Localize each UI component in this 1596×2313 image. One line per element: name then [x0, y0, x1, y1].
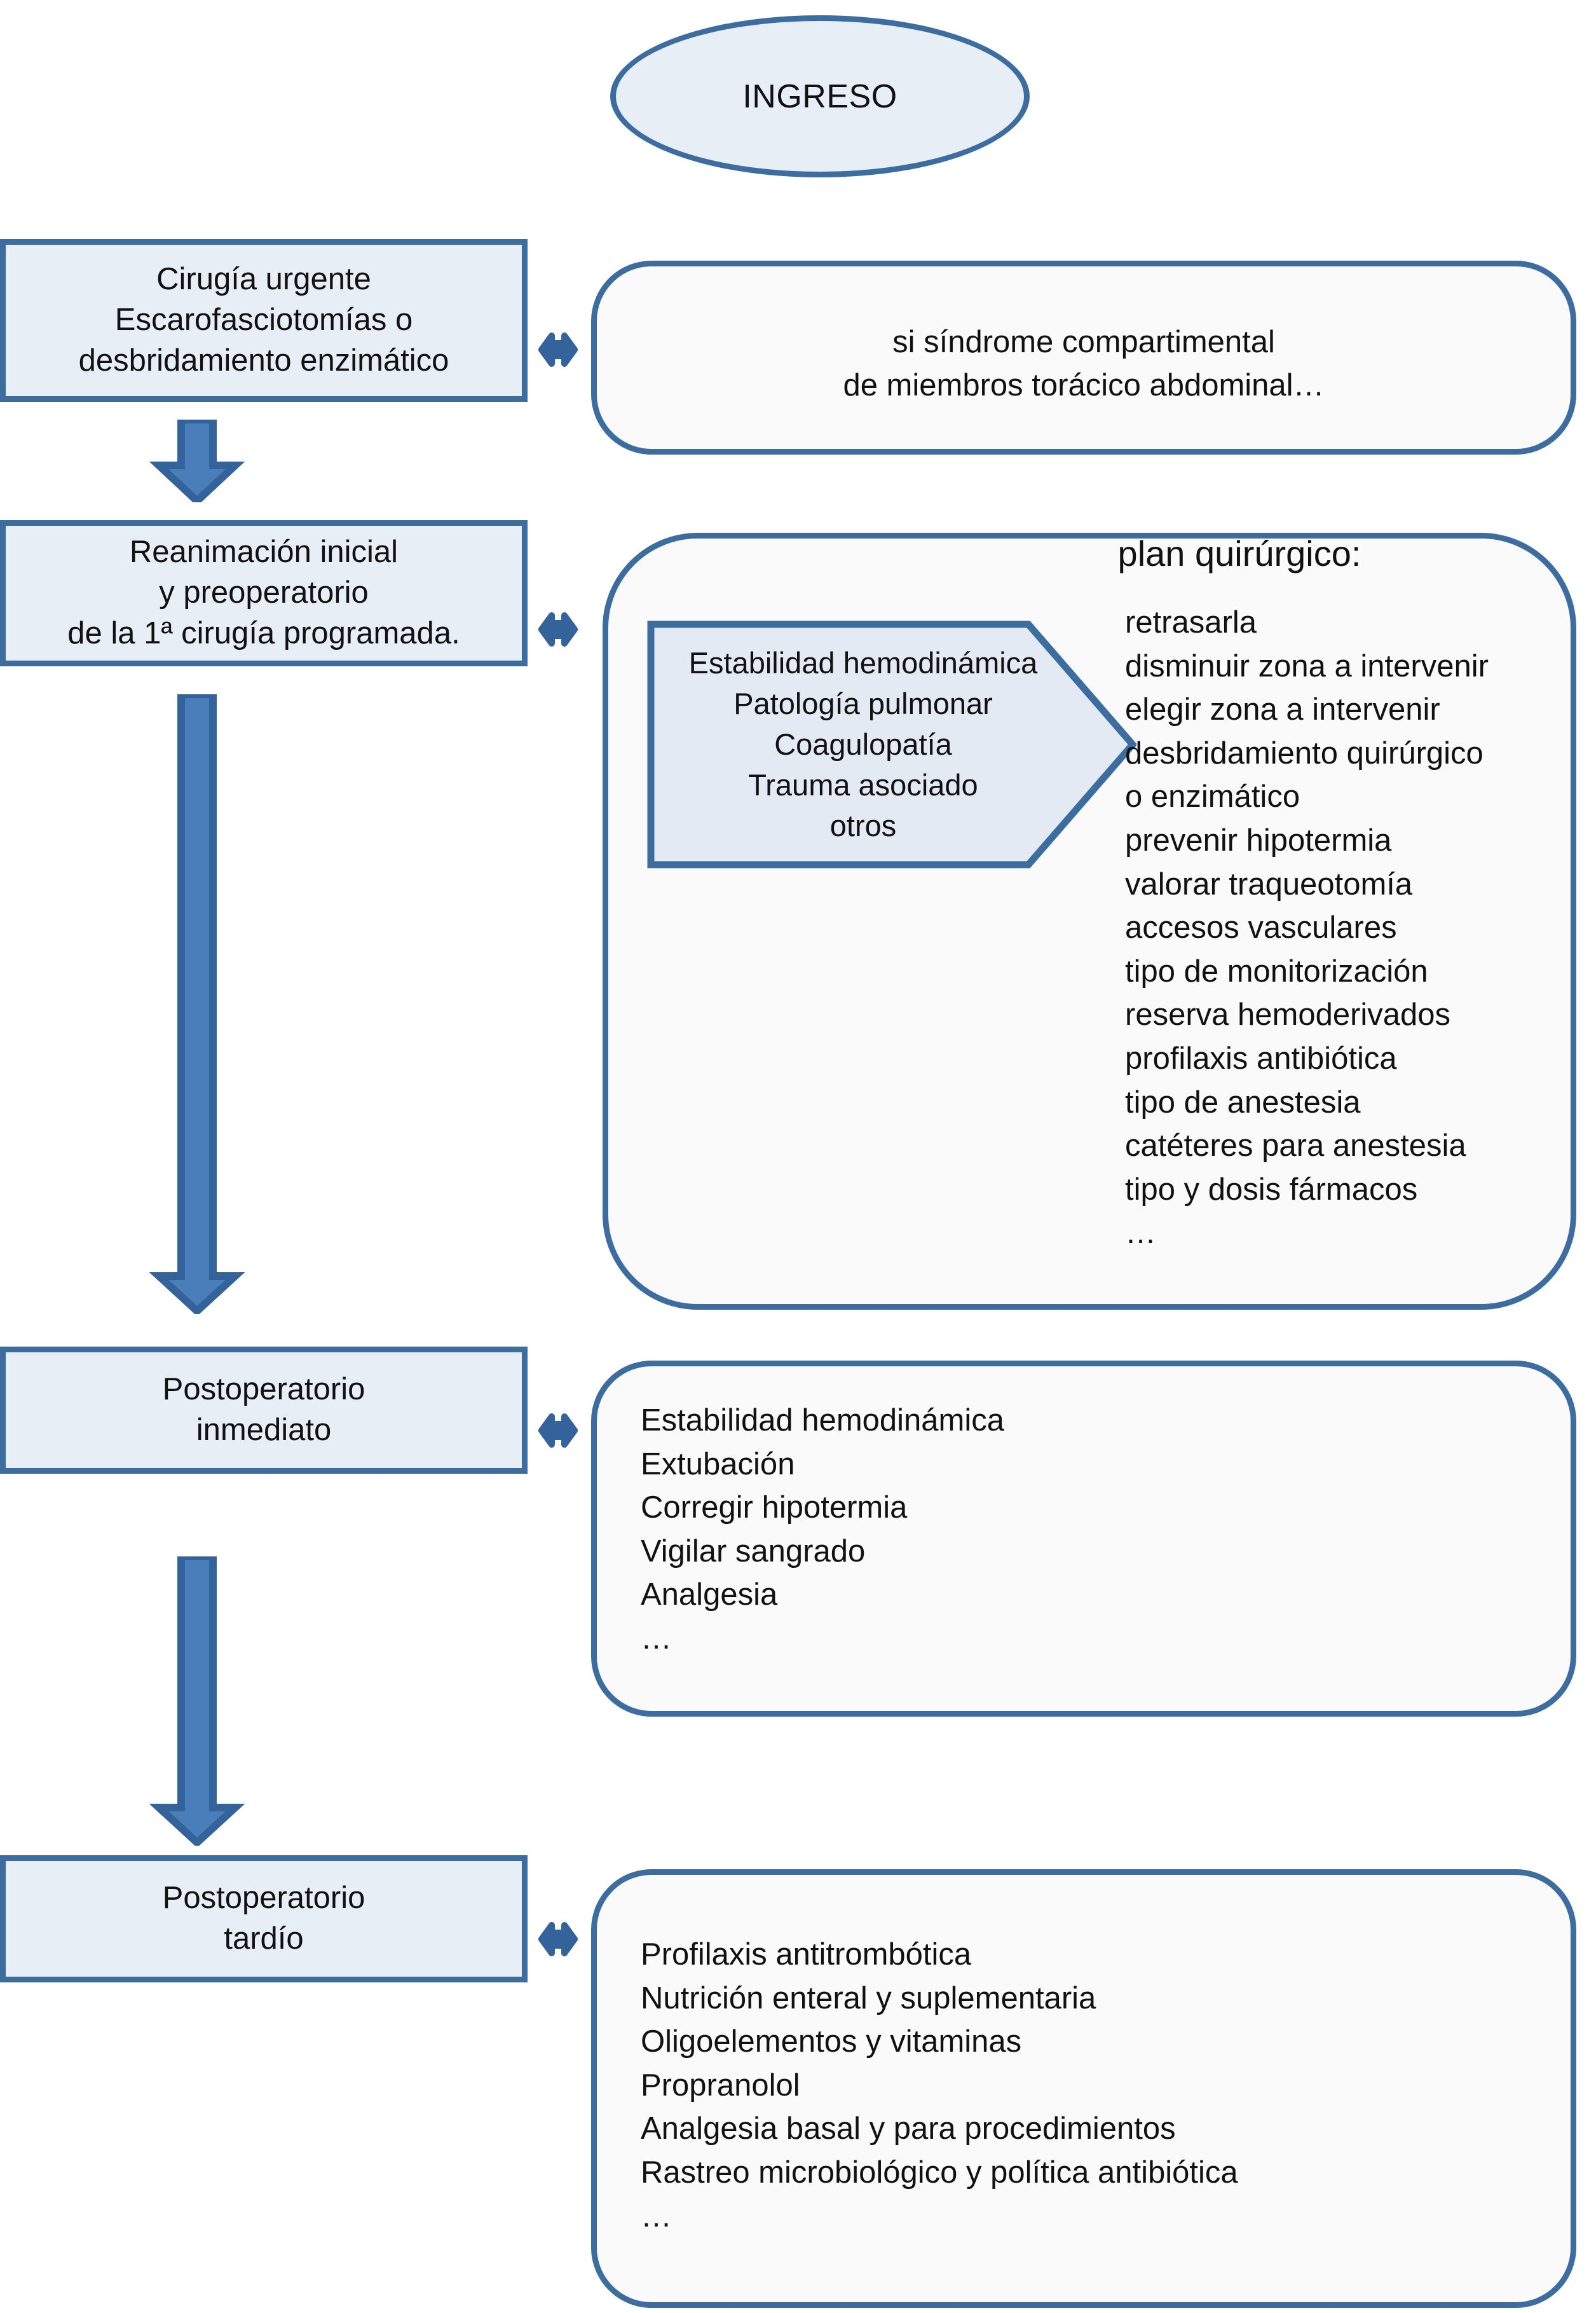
- flow-arrow-3: [146, 1556, 248, 1846]
- double-arrow-icon-3: [534, 1411, 582, 1450]
- postoperatorio-inmediato-list: Estabilidad hemodinámica Extubación Corr…: [641, 1403, 1004, 1656]
- node-ingreso: INGRESO: [610, 15, 1030, 177]
- double-arrow-icon-2: [534, 610, 582, 649]
- detail-cirugia-urgente-text: si síndrome compartimental de miembros t…: [843, 325, 1325, 402]
- double-arrow-icon-4: [534, 1920, 582, 1958]
- flow-arrow-2: [146, 694, 248, 1314]
- node-postoperatorio-inmediato-label: Postoperatorio inmediato: [162, 1372, 365, 1447]
- chevron-criterios-text: Estabilidad hemodinámica Patología pulmo…: [688, 646, 1038, 842]
- double-arrow-icon-1: [534, 331, 582, 369]
- node-cirugia-urgente-label: Cirugía urgente Escarofasciotomías o des…: [78, 262, 449, 378]
- postoperatorio-tardio-list: Profilaxis antitrombótica Nutrición ente…: [641, 1937, 1238, 2234]
- detail-box-postoperatorio-tardio: [591, 1869, 1576, 2308]
- node-postoperatorio-inmediato: Postoperatorio inmediato: [0, 1347, 528, 1474]
- node-ingreso-label: INGRESO: [742, 78, 897, 115]
- node-cirugia-urgente: Cirugía urgente Escarofasciotomías o des…: [0, 239, 528, 402]
- detail-box-postoperatorio-inmediato: [591, 1361, 1576, 1717]
- plan-quirurgico-list: retrasarla disminuir zona a intervenir e…: [1125, 605, 1489, 1251]
- flow-arrow-1: [146, 420, 248, 502]
- node-reanimacion-inicial-label: Reanimación inicial y preoperatorio de l…: [67, 535, 460, 650]
- plan-quirurgico-title: plan quirúrgico:: [1117, 533, 1361, 573]
- chevron-criterios: Estabilidad hemodinámica Patología pulmo…: [647, 621, 1136, 868]
- node-postoperatorio-tardio-label: Postoperatorio tardío: [162, 1881, 365, 1956]
- node-postoperatorio-tardio: Postoperatorio tardío: [0, 1855, 528, 1982]
- node-reanimacion-inicial: Reanimación inicial y preoperatorio de l…: [0, 520, 528, 666]
- detail-box-cirugia-urgente: si síndrome compartimental de miembros t…: [591, 261, 1576, 455]
